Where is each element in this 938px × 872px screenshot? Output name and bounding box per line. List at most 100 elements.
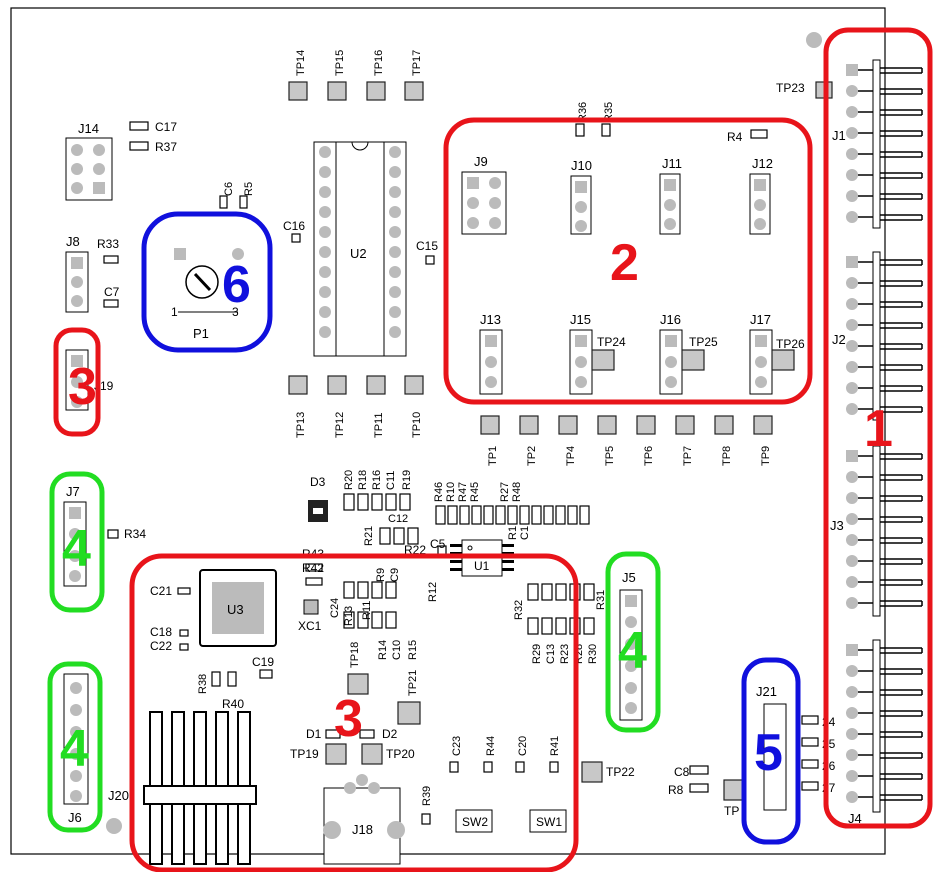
edge-header-pins bbox=[846, 64, 923, 803]
label-tp21: TP21 bbox=[407, 670, 419, 696]
label-tp25: TP25 bbox=[689, 335, 718, 349]
label-xc1: XC1 bbox=[298, 619, 322, 633]
crystal-xc1 bbox=[303, 599, 319, 615]
label-j12: J12 bbox=[752, 156, 773, 171]
label-p1: P1 bbox=[193, 326, 209, 341]
label-j10: J10 bbox=[571, 158, 592, 173]
label-tp2: TP2 bbox=[526, 446, 538, 466]
callout-box-3a bbox=[53, 327, 101, 437]
callout-number-4b: 4 bbox=[60, 720, 89, 778]
callout-box-5 bbox=[741, 657, 801, 845]
label-tp7: TP7 bbox=[682, 446, 694, 466]
label-tp-partial: TP bbox=[724, 804, 739, 818]
callout-number-2: 2 bbox=[610, 234, 639, 292]
label-r10: R10 bbox=[445, 482, 457, 502]
label-r29: R29 bbox=[531, 644, 543, 664]
label-c19: C19 bbox=[252, 655, 274, 669]
label-d1: D1 bbox=[306, 727, 322, 741]
label-c18: C18 bbox=[150, 625, 172, 639]
label-r42: R42 bbox=[302, 561, 324, 575]
label-tp26: TP26 bbox=[776, 337, 805, 351]
callout-box-6 bbox=[141, 211, 273, 353]
label-r36: R36 bbox=[577, 102, 589, 122]
callout-box-4b bbox=[47, 661, 103, 833]
label-j8: J8 bbox=[66, 234, 80, 249]
label-j20: J20 bbox=[108, 788, 129, 803]
header-j4 bbox=[872, 639, 881, 813]
label-p1-pin3: 3 bbox=[232, 305, 239, 319]
header-j3 bbox=[872, 445, 881, 617]
label-tp10: TP10 bbox=[411, 412, 423, 438]
label-r21: R21 bbox=[363, 526, 375, 546]
label-tp8: TP8 bbox=[721, 446, 733, 466]
label-sw1: SW1 bbox=[536, 815, 562, 829]
label-sw2: SW2 bbox=[462, 815, 488, 829]
label-c22: C22 bbox=[150, 639, 172, 653]
label-r19: R19 bbox=[401, 470, 413, 490]
label-j15: J15 bbox=[570, 312, 591, 327]
label-j4: J4 bbox=[848, 811, 862, 826]
label-u1: U1 bbox=[474, 559, 490, 573]
header-j1 bbox=[872, 59, 881, 229]
smd-c7 bbox=[103, 299, 119, 308]
header-j21 bbox=[763, 703, 787, 811]
label-r35: R35 bbox=[603, 102, 615, 122]
label-tp12: TP12 bbox=[334, 412, 346, 438]
label-r44: R44 bbox=[485, 736, 497, 756]
label-r16: R16 bbox=[371, 470, 383, 490]
label-r18: R18 bbox=[357, 470, 369, 490]
label-u2: U2 bbox=[350, 246, 367, 261]
label-r14: R14 bbox=[377, 640, 389, 660]
label-tp1: TP1 bbox=[487, 446, 499, 466]
label-r47: R47 bbox=[457, 482, 469, 502]
label-j18: J18 bbox=[352, 822, 373, 837]
callout-box-4a bbox=[49, 471, 105, 613]
callout-number-4a: 4 bbox=[62, 520, 91, 578]
label-j14: J14 bbox=[78, 121, 99, 136]
label-r1: R1 bbox=[507, 526, 519, 540]
label-r48: R48 bbox=[511, 482, 523, 502]
switch-sw2 bbox=[455, 809, 493, 833]
label-c23: C23 bbox=[451, 736, 463, 756]
label-c8: C8 bbox=[674, 765, 690, 779]
label-r9: R9 bbox=[375, 568, 387, 582]
label-r23: R23 bbox=[559, 644, 571, 664]
label-j6: J6 bbox=[68, 810, 82, 825]
label-c10: C10 bbox=[391, 640, 403, 660]
label-tp16: TP16 bbox=[373, 50, 385, 76]
callout-number-3a: 3 bbox=[68, 358, 97, 416]
callout-box-2 bbox=[443, 117, 813, 405]
label-tp20: TP20 bbox=[386, 747, 415, 761]
label-c1: C1 bbox=[519, 526, 531, 540]
smd-c17 bbox=[129, 121, 149, 131]
label-j2: J2 bbox=[832, 332, 846, 347]
callout-number-4c: 4 bbox=[618, 622, 647, 680]
label-r13: R13 bbox=[343, 606, 355, 626]
label-r34: R34 bbox=[124, 527, 146, 541]
label-r31: R31 bbox=[595, 590, 607, 610]
label-j3: J3 bbox=[830, 518, 844, 533]
label-u3: U3 bbox=[227, 602, 244, 617]
header-j2 bbox=[872, 251, 881, 421]
label-tp9: TP9 bbox=[760, 446, 772, 466]
label-r39: R39 bbox=[421, 786, 433, 806]
label-tp6: TP6 bbox=[643, 446, 655, 466]
label-r32: R32 bbox=[513, 600, 525, 620]
label-c15: C15 bbox=[416, 239, 438, 253]
label-j13: J13 bbox=[480, 312, 501, 327]
label-p1-pin1: 1 bbox=[171, 305, 178, 319]
label-c17: C17 bbox=[155, 120, 177, 134]
label-c9: C9 bbox=[389, 568, 401, 582]
label-r37: R37 bbox=[155, 140, 177, 154]
callout-number-3b: 3 bbox=[334, 690, 363, 748]
callout-box-4c bbox=[605, 551, 661, 733]
label-c12: C12 bbox=[388, 513, 408, 525]
label-j5: J5 bbox=[622, 570, 636, 585]
label-c24: C24 bbox=[329, 598, 341, 618]
label-tp5: TP5 bbox=[604, 446, 616, 466]
header-j7 bbox=[63, 501, 87, 587]
label-r46: R46 bbox=[433, 482, 445, 502]
label-r12: R12 bbox=[427, 582, 439, 602]
label-tp15: TP15 bbox=[334, 50, 346, 76]
